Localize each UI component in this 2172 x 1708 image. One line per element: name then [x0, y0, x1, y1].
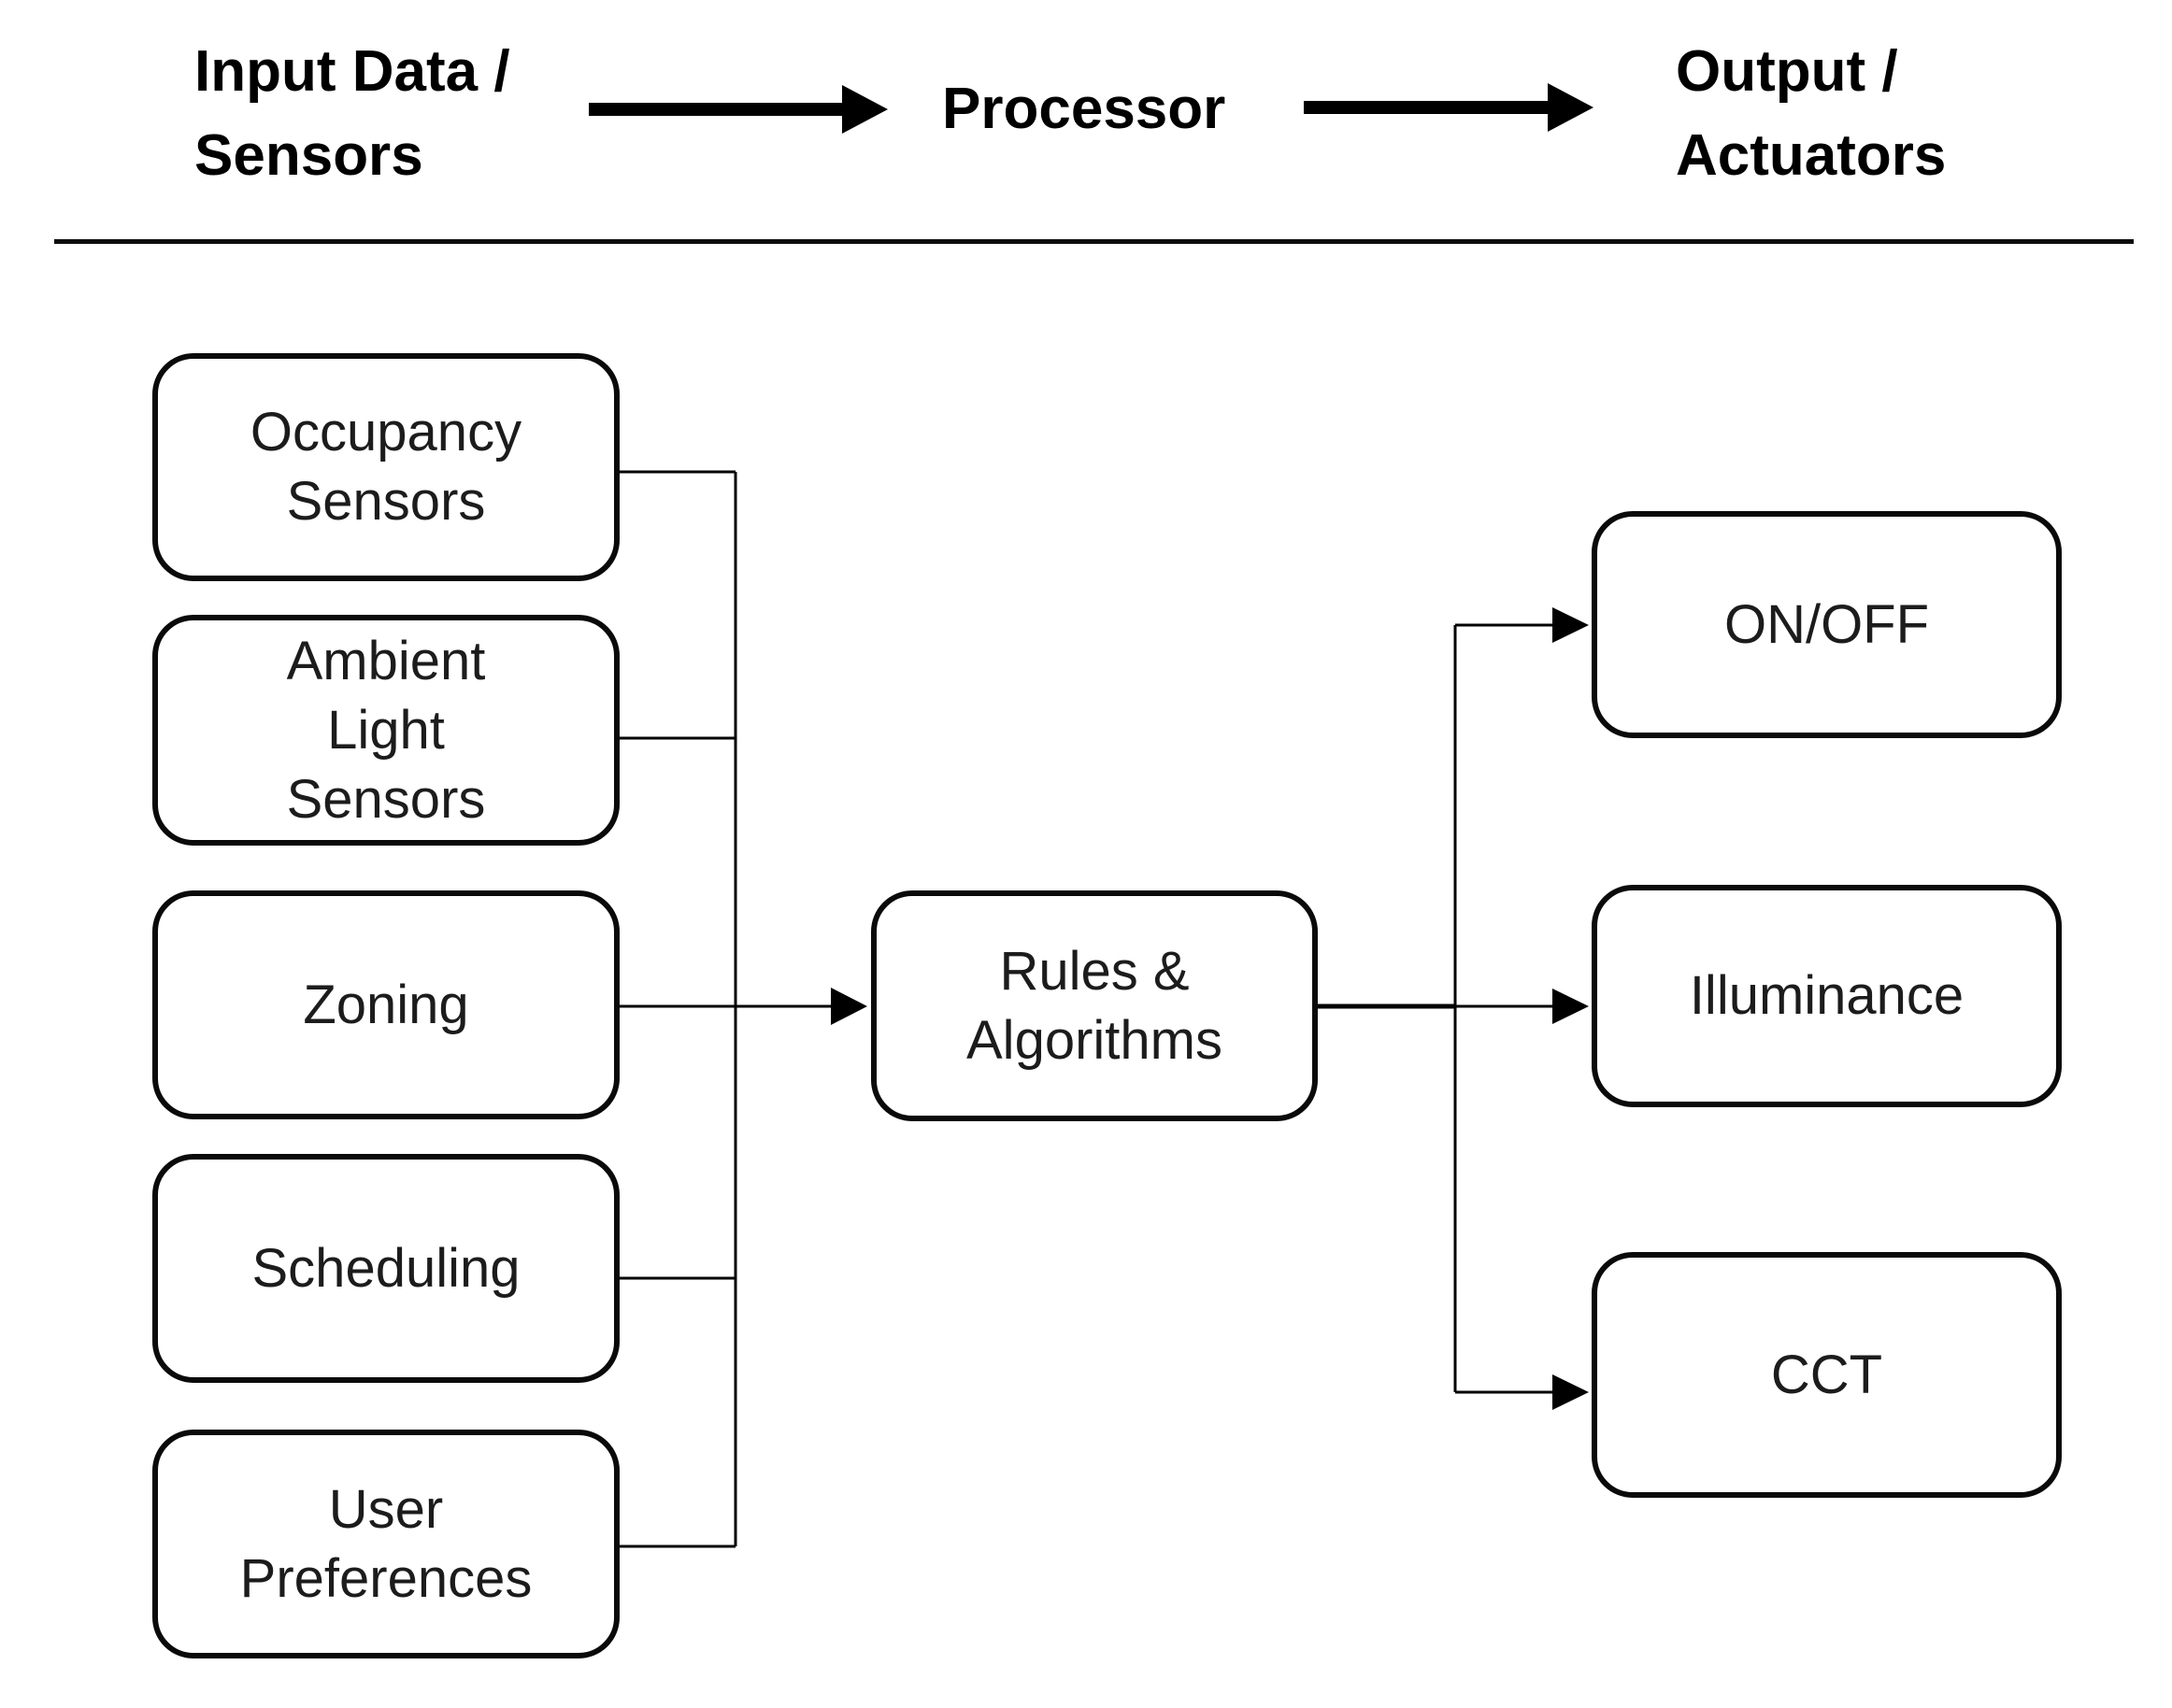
node-scheduling: Scheduling — [152, 1154, 620, 1383]
node-illuminance: Illuminance — [1592, 885, 2062, 1107]
node-label-line: Illuminance — [1689, 965, 1965, 1026]
arrowhead-into-cct — [1552, 1374, 1589, 1410]
column-header-outputs-line2: Actuators — [1676, 123, 1947, 188]
node-label-line: Scheduling — [251, 1237, 521, 1299]
node-zoning: Zoning — [152, 890, 620, 1119]
output-branch-lines — [1316, 623, 1556, 1394]
arrow-right-icon — [589, 85, 888, 134]
node-label-line: Rules & — [999, 940, 1190, 1002]
node-label-line: User — [328, 1478, 444, 1540]
node-occupancy-sensors: Occupancy Sensors — [152, 353, 620, 581]
node-label-line: Zoning — [303, 974, 469, 1035]
node-ambient-light-sensors: Ambient Light Sensors — [152, 615, 620, 846]
node-label-line: Sensors — [286, 768, 486, 830]
arrowhead-into-onoff — [1552, 607, 1589, 643]
column-header-outputs-line1: Output / — [1676, 39, 1898, 104]
column-header-inputs: Input Data / Sensors — [194, 30, 510, 198]
arrowhead-into-processor — [831, 988, 867, 1025]
node-cct: CCT — [1592, 1252, 2062, 1498]
column-header-processor-line1: Processor — [942, 77, 1226, 141]
node-label-line: Occupancy — [250, 402, 522, 463]
input-bus — [617, 470, 835, 1548]
column-header-outputs: Output / Actuators — [1676, 30, 1946, 198]
node-label-line: CCT — [1770, 1344, 1883, 1405]
node-rules-and-algorithms: Rules & Algorithms — [871, 890, 1318, 1121]
column-header-inputs-line2: Sensors — [194, 123, 423, 188]
node-on-off: ON/OFF — [1592, 511, 2062, 738]
header-divider — [54, 239, 2134, 244]
node-label-line: Light — [327, 699, 445, 761]
arrow-right-icon — [1304, 83, 1593, 132]
column-header-processor: Processor — [942, 67, 1225, 151]
node-label-line: Algorithms — [966, 1009, 1222, 1071]
node-label-line: Sensors — [286, 471, 486, 532]
node-user-preferences: User Preferences — [152, 1430, 620, 1658]
column-header-inputs-line1: Input Data / — [194, 39, 510, 104]
node-label-line: ON/OFF — [1723, 593, 1930, 655]
node-label-line: Ambient — [286, 630, 486, 691]
node-label-line: Preferences — [239, 1547, 533, 1609]
arrowhead-into-illuminance — [1552, 989, 1589, 1024]
